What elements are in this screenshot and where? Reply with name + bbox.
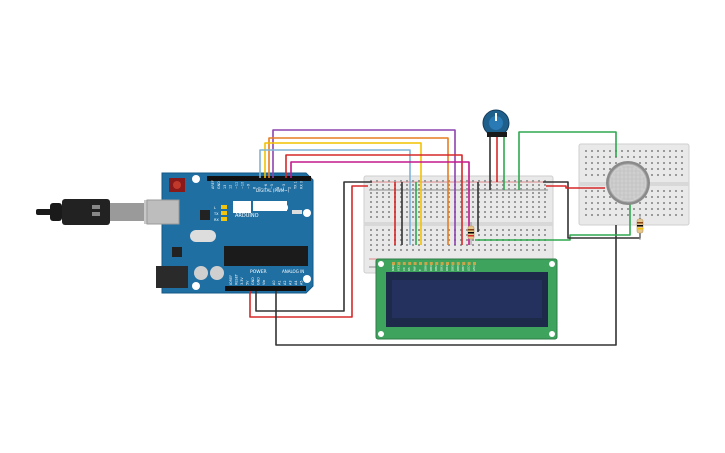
wire-gnd-black-2 xyxy=(275,225,617,346)
lcd-pin-label-8: DB2 xyxy=(434,265,438,271)
arduino-model-label: UNO xyxy=(266,203,289,214)
sensor-wire-green-2 xyxy=(475,200,631,241)
led-label-rx: RX xyxy=(214,218,219,222)
potentiometer-icon[interactable] xyxy=(482,109,510,137)
analog-pin-label-1: A1 xyxy=(278,281,282,285)
analog-pin-label-4: A4 xyxy=(294,281,298,285)
power-pin-label-2: 3.3V xyxy=(240,277,244,285)
top-pin-label-5: ~10 xyxy=(241,182,245,189)
top-pin-label-12: ~3 xyxy=(282,184,286,189)
power-pins-label: POWER xyxy=(250,269,267,275)
gas-sensor-icon[interactable] xyxy=(606,161,650,205)
lcd-pin-label-12: DB6 xyxy=(456,265,460,271)
analog-pin-label-0: A0 xyxy=(272,281,276,285)
lcd-pin-label-15: LED xyxy=(472,266,476,271)
lcd-pin-label-14: LED xyxy=(467,266,471,271)
top-pin-label-1: GND xyxy=(217,181,221,189)
sensor-wire-green xyxy=(518,131,617,190)
lcd-screen xyxy=(392,280,542,318)
wire-gnd-black xyxy=(255,181,372,312)
power-pin-label-4: GND xyxy=(251,277,255,285)
top-pin-label-8: 7 xyxy=(258,187,262,189)
usb-cable-icon xyxy=(36,199,162,225)
lcd-pin-label-1: VCC xyxy=(396,265,400,271)
top-pin-label-0: AREF xyxy=(211,180,215,189)
wires xyxy=(249,129,641,346)
wire-yellow xyxy=(264,142,422,245)
lcd-pin-label-9: DB3 xyxy=(440,265,444,271)
top-pin-label-11: 4 xyxy=(276,187,280,189)
analog-pin-label-2: A2 xyxy=(283,281,287,285)
lcd-pin-label-13: DB7 xyxy=(461,265,465,271)
top-pin-label-10: ~5 xyxy=(270,184,274,189)
wire-purple xyxy=(272,129,456,245)
led-label-tx: TX xyxy=(213,212,219,216)
resistor-2[interactable] xyxy=(636,215,644,240)
wire-red-signal xyxy=(285,154,463,245)
top-pin-label-7: 8 xyxy=(252,187,256,189)
lcd-pin-label-11: DB5 xyxy=(450,265,454,271)
analog-pin-label-3: A3 xyxy=(289,281,293,285)
analog-pins-label: ANALOG IN xyxy=(282,269,304,274)
lcd-pin-label-0: GND xyxy=(391,265,395,271)
lcd-pin-label-3: RS xyxy=(407,267,411,271)
analog-pin-label-5: A5 xyxy=(300,281,304,285)
main-breadboard[interactable] xyxy=(363,175,554,274)
top-pin-label-4: ~11 xyxy=(235,182,239,189)
lcd-pin-label-10: DB4 xyxy=(445,265,449,271)
sensor-wire-red xyxy=(546,185,605,189)
power-pin-label-5: GND xyxy=(257,277,261,285)
power-pin-label-3: 5V xyxy=(246,280,250,285)
top-pin-label-14: TX 1 xyxy=(294,181,298,190)
lcd-pin-label-5: E xyxy=(418,269,422,271)
wire-magenta xyxy=(290,161,470,245)
power-pin-label-6: Vin xyxy=(262,280,266,285)
top-pin-label-13: 2 xyxy=(288,187,292,189)
arduino-brand-label: ARDUINO xyxy=(235,213,259,219)
lcd-pin-label-2: V0 xyxy=(402,267,406,271)
onboard-led-labels: L TX RX xyxy=(213,206,219,222)
top-pin-label-15: RX 0 xyxy=(300,181,304,189)
wire-lightblue xyxy=(259,149,411,245)
wire-orange xyxy=(268,137,449,245)
lcd-pin-label-7: DB1 xyxy=(429,265,433,271)
led-label-l: L xyxy=(214,206,216,210)
top-pin-label-6: ~9 xyxy=(246,184,250,189)
top-pin-label-3: 12 xyxy=(229,185,233,189)
resistor-1[interactable] xyxy=(467,222,475,245)
top-pin-label-9: ~6 xyxy=(264,184,268,189)
lcd-pin-label-4: RW xyxy=(413,266,417,271)
power-pin-label-0: IOREF xyxy=(229,275,233,285)
top-pin-label-2: 13 xyxy=(223,185,227,189)
digital-pins-label: DIGITAL (PWM~) xyxy=(256,188,290,193)
wire-5v-red xyxy=(249,185,368,318)
arduino-uno-board[interactable]: ARDUINO UNO DIGITAL (PWM~) POWER ANALOG … xyxy=(146,172,314,294)
lcd-pin-label-6: DB0 xyxy=(423,265,427,271)
power-pin-label-1: RESET xyxy=(235,273,239,285)
